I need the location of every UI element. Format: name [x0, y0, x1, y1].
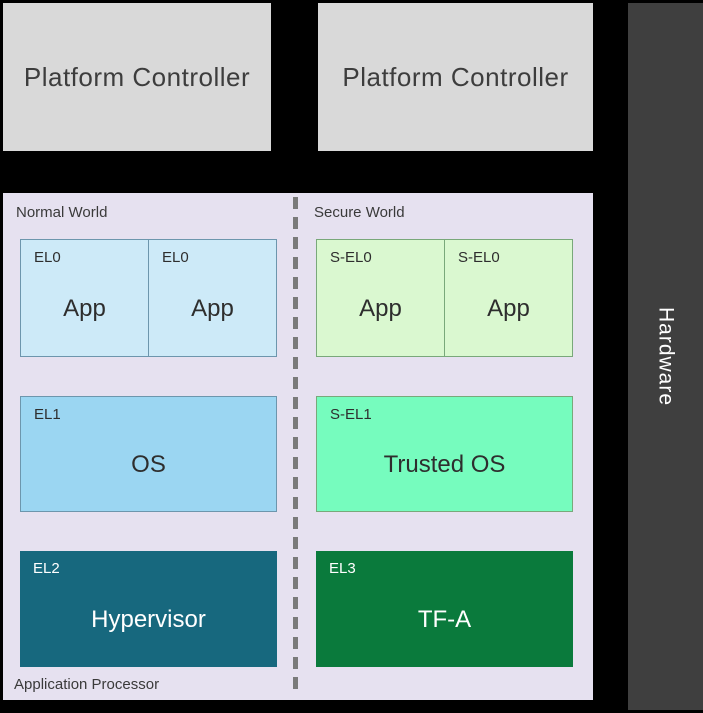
normal-el1-name: OS [131, 450, 166, 478]
secure-el0-app-2-name: App [487, 294, 530, 322]
hardware-label: Hardware [654, 306, 678, 407]
secure-el0-app-box-2: S-EL0 App [444, 239, 573, 357]
secure-el3-tfa-box: EL3 TF-A [316, 551, 573, 667]
normal-el0-app-1-level: EL0 [34, 249, 61, 266]
secure-el3-name: TF-A [417, 605, 472, 633]
normal-world-label: Normal World [16, 204, 108, 221]
secure-el1-trusted-os-box: S-EL1 Trusted OS [316, 396, 573, 512]
application-processor-panel: Normal World Secure World EL0 App EL0 Ap… [3, 193, 593, 700]
normal-el0-app-1-name: App [63, 294, 106, 322]
normal-el0-app-box-2: EL0 App [148, 239, 277, 357]
secure-el1-name: Trusted OS [383, 450, 506, 478]
normal-el0-app-2-name: App [191, 294, 234, 322]
secure-el0-app-1-name: App [359, 294, 402, 322]
application-processor-label: Application Processor [14, 676, 160, 693]
secure-el0-app-2-level: S-EL0 [458, 249, 500, 266]
secure-el0-app-box-1: S-EL0 App [316, 239, 445, 357]
secure-el0-app-1-level: S-EL0 [330, 249, 372, 266]
normal-el2-level: EL2 [33, 560, 60, 577]
normal-el0-app-2-level: EL0 [162, 249, 189, 266]
platform-controller-left-label: Platform Controller [23, 61, 251, 92]
normal-el1-level: EL1 [34, 406, 61, 423]
platform-controller-right-label: Platform Controller [342, 61, 569, 92]
normal-el2-hypervisor-box: EL2 Hypervisor [20, 551, 277, 667]
normal-el2-name: Hypervisor [91, 605, 206, 633]
normal-el1-os-box: EL1 OS [20, 396, 277, 512]
hardware-bar: Hardware [628, 3, 703, 710]
world-divider [293, 197, 298, 696]
secure-world-label: Secure World [314, 204, 405, 221]
platform-controller-left: Platform Controller [3, 3, 271, 151]
platform-controller-right: Platform Controller [318, 3, 593, 151]
secure-el1-level: S-EL1 [330, 406, 372, 423]
normal-el0-app-box-1: EL0 App [20, 239, 149, 357]
secure-el3-level: EL3 [329, 560, 356, 577]
